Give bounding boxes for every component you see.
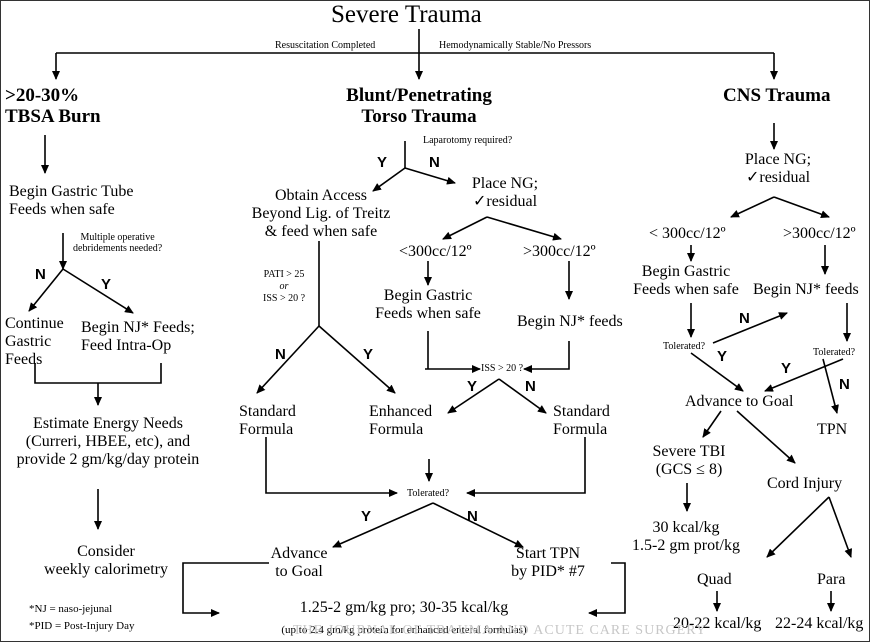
pati-yes-label: Y bbox=[363, 346, 374, 363]
enhanced-formula-node: Enhanced Formula bbox=[369, 403, 433, 438]
iss-question: ISS > 20 ? bbox=[481, 363, 524, 374]
cns-tolerated-left: Tolerated? bbox=[663, 341, 706, 352]
pati-no-label: N bbox=[275, 346, 286, 363]
torso-tolerated-question: Tolerated? bbox=[407, 488, 450, 499]
standard-formula-left: Standard Formula bbox=[239, 403, 296, 438]
torso-begin-nj-node: Begin NJ* feeds bbox=[517, 313, 623, 330]
torso-tolerated-no-label: N bbox=[467, 508, 478, 525]
cord-injury-node: Cord Injury bbox=[767, 475, 843, 492]
torso-goal-line-1: 1.25-2 gm/kg pro; 30-35 kcal/kg bbox=[299, 599, 509, 616]
tbi-goal-node: 30 kcal/kg 1.5-2 gm prot/kg bbox=[632, 519, 740, 554]
condition-resuscitation: Resuscitation Completed bbox=[275, 40, 376, 51]
pati-or: or bbox=[279, 281, 289, 292]
cns-over-300-label: >300cc/12º bbox=[783, 225, 856, 242]
standard-formula-right: Standard Formula bbox=[553, 403, 610, 438]
burn-estimate-energy: Estimate Energy Needs (Curreri, HBEE, et… bbox=[16, 415, 200, 468]
flowchart-title: Severe Trauma bbox=[331, 1, 482, 28]
torso-place-ng-node: Place NG; ✓residual bbox=[471, 175, 539, 210]
cns-tolerated-left-yes: Y bbox=[717, 348, 728, 365]
burn-debridement-question: Multiple operative debridements needed? bbox=[73, 232, 163, 255]
footnote-nj: *NJ = naso-jejunal bbox=[29, 603, 113, 615]
para-node: Para bbox=[817, 571, 846, 588]
torso-advance-to-goal: Advance to Goal bbox=[270, 545, 328, 580]
cns-advance-to-goal: Advance to Goal bbox=[685, 393, 794, 410]
burn-begin-gastric-feeds: Begin Gastric Tube Feeds when safe bbox=[9, 183, 134, 218]
cns-place-ng-node: Place NG; ✓residual bbox=[744, 151, 812, 186]
start-tpn-node: Start TPN by PID* #7 bbox=[511, 545, 585, 580]
torso-tolerated-yes-label: Y bbox=[361, 508, 372, 525]
obtain-access-node: Obtain Access Beyond Lig. of Treitz & fe… bbox=[251, 187, 391, 240]
burn-continue-gastric: Continue Gastric Feeds bbox=[5, 315, 64, 368]
burn-yes-label: Y bbox=[101, 276, 112, 293]
torso-header: Blunt/Penetrating Torso Trauma bbox=[346, 85, 492, 128]
iss-yes-label: Y bbox=[467, 378, 478, 395]
pati-line-1: PATI > 25 bbox=[263, 269, 305, 280]
laparotomy-no-label: N bbox=[429, 154, 440, 171]
iss-no-label: N bbox=[525, 378, 536, 395]
torso-begin-gastric-node: Begin Gastric Feeds when safe bbox=[375, 287, 481, 322]
severe-tbi-node: Severe TBI (GCS ≤ 8) bbox=[652, 443, 726, 478]
burn-weekly-calorimetry: Consider weekly calorimetry bbox=[44, 543, 168, 578]
torso-under-300-label: <300cc/12º bbox=[399, 243, 472, 260]
condition-hemodynamic: Hemodynamically Stable/No Pressors bbox=[439, 40, 592, 51]
torso-goal-line-2: (up to 2.4 gm/kg protein for enhanced en… bbox=[281, 624, 527, 636]
cns-begin-gastric-node: Begin Gastric Feeds when safe bbox=[633, 263, 739, 298]
cns-tpn-node: TPN bbox=[817, 421, 848, 438]
laparotomy-question: Laparotomy required? bbox=[423, 135, 513, 146]
torso-over-300-label: >300cc/12º bbox=[523, 243, 596, 260]
journal-watermark: THE JOURNAL OF TRAUMA AND ACUTE CARE SUR… bbox=[293, 623, 707, 638]
cns-under-300-label: < 300cc/12º bbox=[649, 225, 726, 242]
cns-no-to-nj-label: N bbox=[739, 310, 750, 327]
cns-tolerated-right-no: N bbox=[839, 376, 850, 393]
para-goal-node: 22-24 kcal/kg bbox=[775, 615, 864, 632]
footnote-pid: *PID = Post-Injury Day bbox=[29, 620, 135, 632]
cns-tolerated-right-yes: Y bbox=[781, 360, 792, 377]
laparotomy-yes-label: Y bbox=[377, 154, 388, 171]
cns-tolerated-right: Tolerated? bbox=[813, 347, 856, 358]
burn-begin-nj-feeds: Begin NJ* Feeds; Feed Intra-Op bbox=[81, 319, 195, 354]
cns-header: CNS Trauma bbox=[723, 85, 831, 106]
cns-begin-nj-node: Begin NJ* feeds bbox=[753, 281, 859, 298]
quad-goal-node: 20-22 kcal/kg bbox=[673, 615, 762, 632]
pati-line-2: ISS > 20 ? bbox=[262, 293, 306, 304]
quad-node: Quad bbox=[697, 571, 732, 588]
burn-no-label: N bbox=[35, 266, 46, 283]
burn-header: >20-30% TBSA Burn bbox=[5, 85, 101, 128]
